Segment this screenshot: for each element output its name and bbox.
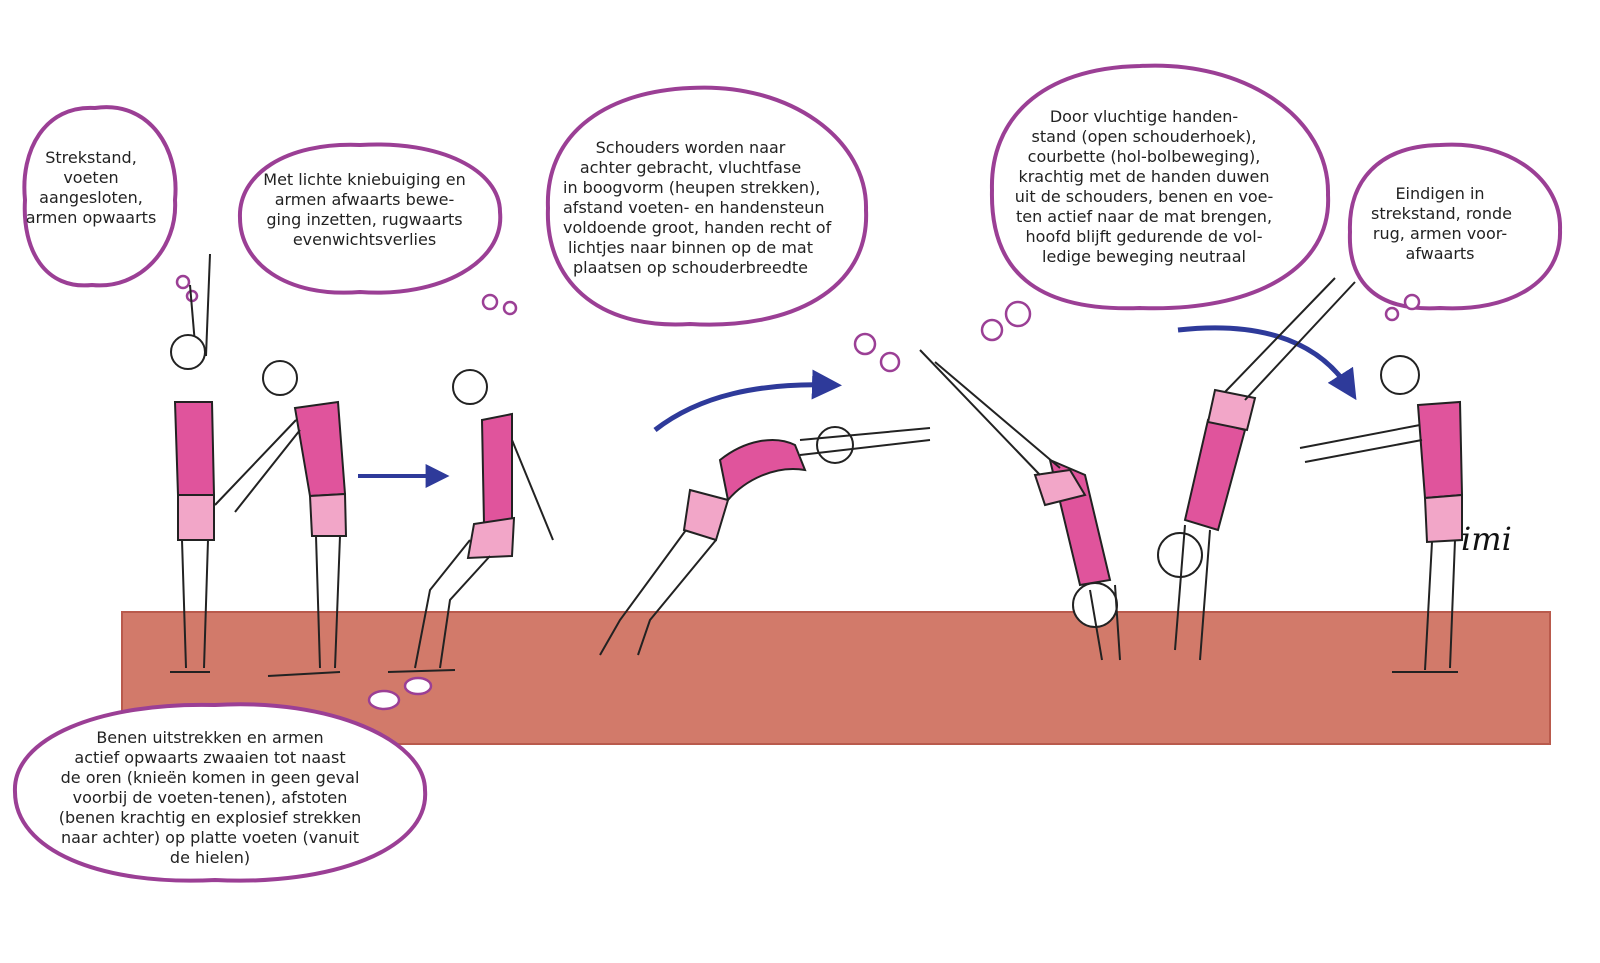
- thought-bubble-flight-phase: [545, 85, 901, 373]
- text-line: rug, armen voor-: [1372, 224, 1508, 243]
- text-line: courbette (hol-bolbeweging),: [1027, 147, 1261, 166]
- gymnast-bridge: [919, 349, 1121, 661]
- text-line: Met lichte kniebuiging en: [263, 170, 466, 189]
- text-line: (benen krachtig en explosief strekken: [58, 808, 362, 827]
- text-line: afstand voeten- en handensteun: [563, 198, 825, 217]
- text-line: krachtig met de handen duwen: [1018, 167, 1270, 186]
- text-line: voeten: [63, 168, 119, 187]
- bubble-text-knee-bend: Met lichte kniebuiging en armen afwaarts…: [252, 170, 477, 250]
- bubble-text-start: Strekstand, voeten aangesloten, armen op…: [22, 148, 160, 228]
- arrow-curved-flight: [653, 369, 842, 432]
- bubble-text-flight-phase: Schouders worden naar achter gebracht, v…: [563, 138, 832, 278]
- text-line: ten actief naar de mat brengen,: [1015, 207, 1273, 226]
- text-line: actief opwaarts zwaaien tot naast: [74, 748, 346, 767]
- text-line: lichtjes naar binnen op de mat: [568, 238, 813, 257]
- text-line: strekstand, ronde: [1371, 204, 1512, 223]
- text-line: armen opwaarts: [25, 208, 157, 227]
- text-line: uit de schouders, benen en voe-: [1014, 187, 1274, 206]
- gymnast-arched-flight: [599, 426, 931, 656]
- text-line: evenwichtsverlies: [292, 230, 437, 249]
- thought-bubble-leg-extension: [12, 676, 433, 883]
- gymnast-finish-stand: [1299, 355, 1464, 673]
- text-line: achter gebracht, vluchtfase: [579, 158, 802, 177]
- text-line: ledige beweging neutraal: [1042, 247, 1246, 266]
- gymnast-stretch-stand: [170, 253, 216, 673]
- text-line: in boogvorm (heupen strekken),: [563, 178, 821, 197]
- text-line: Eindigen in: [1395, 184, 1485, 203]
- gymnast-handstand: [1157, 277, 1356, 661]
- artist-signature: imi: [1461, 520, 1512, 558]
- gym-mat: [121, 611, 1551, 745]
- text-line: Schouders worden naar: [595, 138, 786, 157]
- text-line: hoofd blijft gedurende de vol-: [1025, 227, 1263, 246]
- gymnast-backward-fall: [387, 369, 554, 673]
- text-line: voorbij de voeten-tenen), afstoten: [72, 788, 348, 807]
- text-line: afwaarts: [1405, 244, 1475, 263]
- thought-bubble-handstand: [980, 63, 1331, 342]
- bubble-text-finish: Eindigen in strekstand, ronde rug, armen…: [1371, 184, 1512, 264]
- bubble-text-leg-extension: Benen uitstrekken en armen actief opwaar…: [35, 728, 385, 868]
- text-line: de oren (knieën komen in geen geval: [60, 768, 360, 787]
- text-line: naar achter) op platte voeten (vanuit: [60, 828, 360, 847]
- text-line: de hielen): [169, 848, 251, 867]
- text-line: ging inzetten, rugwaarts: [266, 210, 463, 229]
- thought-bubble-knee-bend: [237, 142, 518, 316]
- thought-bubble-finish: [1347, 142, 1563, 322]
- bubble-text-handstand: Door vluchtige handen- stand (open schou…: [1008, 107, 1280, 267]
- text-line: plaatsen op schouderbreedte: [572, 258, 809, 277]
- text-line: voldoende groot, handen recht of: [563, 218, 832, 237]
- text-line: Benen uitstrekken en armen: [96, 728, 324, 747]
- text-line: armen afwaarts bewe-: [274, 190, 455, 209]
- gymnast-knee-bend: [214, 360, 348, 677]
- text-line: Strekstand,: [45, 148, 137, 167]
- text-line: stand (open schouderhoek),: [1031, 127, 1257, 146]
- text-line: Door vluchtige handen-: [1049, 107, 1239, 126]
- thought-bubble-start: [22, 105, 199, 303]
- text-line: aangesloten,: [39, 188, 143, 207]
